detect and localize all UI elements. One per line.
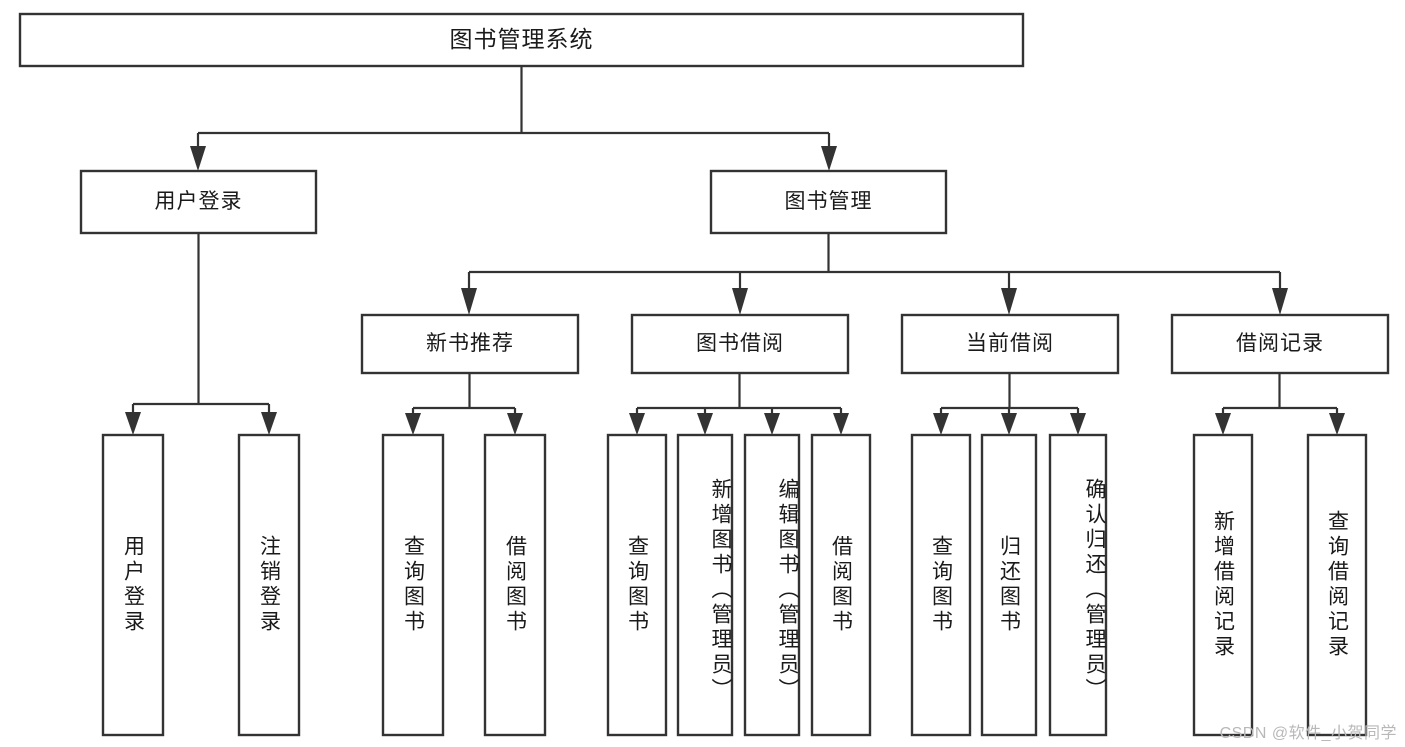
arrow-head-leaf-borrow-book-2 xyxy=(833,413,849,435)
node-box-leaf-add-record[interactable] xyxy=(1192,433,1254,737)
arrow-head-leaf-query-book-3 xyxy=(933,413,949,435)
arrow-head-book-borrow xyxy=(732,288,748,315)
node-box-leaf-query-book-1[interactable] xyxy=(381,433,445,737)
arrow-head-new-book-rec xyxy=(461,288,477,315)
node-box-new-book-rec[interactable] xyxy=(360,313,580,375)
arrow-head-leaf-query-book-1 xyxy=(405,413,421,435)
arrow-head-current-borrow xyxy=(1001,288,1017,315)
arrow-head-borrow-record xyxy=(1272,288,1288,315)
node-box-leaf-add-book[interactable] xyxy=(676,433,734,737)
arrow-head-leaf-add-record xyxy=(1215,413,1231,435)
node-box-leaf-borrow-book-2[interactable] xyxy=(810,433,872,737)
node-box-book-manage[interactable] xyxy=(709,169,948,235)
node-box-user-login[interactable] xyxy=(79,169,318,235)
node-box-leaf-logout[interactable] xyxy=(237,433,301,737)
arrow-head-leaf-query-book-2 xyxy=(629,413,645,435)
arrow-head-leaf-return-book xyxy=(1001,413,1017,435)
node-box-leaf-query-book-2[interactable] xyxy=(606,433,668,737)
arrow-head-leaf-query-record xyxy=(1329,413,1345,435)
arrow-head-leaf-user-login xyxy=(125,412,141,435)
node-box-leaf-borrow-book-1[interactable] xyxy=(483,433,547,737)
node-box-borrow-record[interactable] xyxy=(1170,313,1390,375)
arrow-head-leaf-logout xyxy=(261,412,277,435)
arrow-head-book-manage xyxy=(821,146,837,171)
node-box-leaf-user-login[interactable] xyxy=(101,433,165,737)
node-box-leaf-return-book[interactable] xyxy=(980,433,1038,737)
arrow-head-leaf-confirm-return xyxy=(1070,413,1086,435)
node-box-current-borrow[interactable] xyxy=(900,313,1120,375)
node-box-leaf-query-book-3[interactable] xyxy=(910,433,972,737)
arrow-head-leaf-add-book xyxy=(697,413,713,435)
node-box-leaf-edit-book[interactable] xyxy=(743,433,801,737)
arrow-head-leaf-edit-book xyxy=(764,413,780,435)
node-box-leaf-query-record[interactable] xyxy=(1306,433,1368,737)
watermark-text: CSDN @软件_小贺同学 xyxy=(1219,725,1397,742)
node-box-leaf-confirm-return[interactable] xyxy=(1048,433,1108,737)
arrow-head-leaf-borrow-book-1 xyxy=(507,413,523,435)
node-box-root[interactable] xyxy=(18,12,1025,68)
node-box-book-borrow[interactable] xyxy=(630,313,850,375)
arrow-head-user-login xyxy=(190,146,206,171)
